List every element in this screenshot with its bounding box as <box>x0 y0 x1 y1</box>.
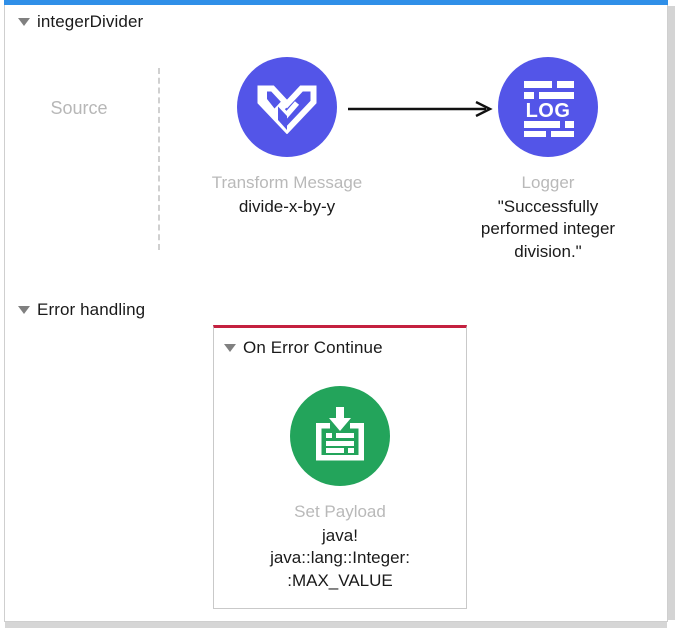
source-divider <box>158 68 160 250</box>
node-value-line: java::lang::Integer: <box>270 548 410 568</box>
node-logger[interactable]: LOG Logger "Successfully performed integ… <box>448 57 648 263</box>
node-transform-message[interactable]: Transform Message divide-x-by-y <box>187 57 387 218</box>
node-value-label: "Successfully performed integer division… <box>481 196 615 263</box>
node-value-line: performed integer <box>480 219 616 239</box>
node-type-label: Logger <box>521 173 575 192</box>
node-value-label: java! java::lang::Integer: :MAX_VALUE <box>270 525 410 592</box>
horizontal-scrollbar[interactable] <box>5 622 667 628</box>
window-accent-bar <box>4 0 668 5</box>
node-set-payload[interactable]: Set Payload java! java::lang::Integer: :… <box>240 386 440 592</box>
node-value-line: java! <box>322 526 358 545</box>
scope-header[interactable]: On Error Continue <box>224 338 383 358</box>
node-value-line: division." <box>514 241 582 261</box>
node-type-label: Set Payload <box>294 502 386 521</box>
scope-label: On Error Continue <box>243 338 383 357</box>
node-value-line: "Successfully <box>497 197 599 216</box>
node-value-label: divide-x-by-y <box>238 197 336 216</box>
node-type-label: Transform Message <box>211 173 363 192</box>
log-icon[interactable]: LOG <box>498 57 598 157</box>
svg-text:LOG: LOG <box>526 100 571 122</box>
dataweave-transform-icon[interactable] <box>237 57 337 157</box>
triangle-down-icon[interactable] <box>224 344 236 352</box>
error-handling-label: Error handling <box>37 300 146 319</box>
triangle-down-icon[interactable] <box>18 18 30 26</box>
arrow-right-icon <box>348 100 493 118</box>
source-label: Source <box>50 98 108 118</box>
triangle-down-icon[interactable] <box>18 306 30 314</box>
connector-transform-to-logger <box>348 100 496 118</box>
flow-name: integerDivider <box>37 12 144 31</box>
node-value-line: :MAX_VALUE <box>287 570 393 590</box>
set-payload-icon[interactable] <box>290 386 390 486</box>
error-handling-header[interactable]: Error handling <box>18 300 145 320</box>
flow-header[interactable]: integerDivider <box>18 12 143 32</box>
vertical-scrollbar[interactable] <box>668 6 675 620</box>
